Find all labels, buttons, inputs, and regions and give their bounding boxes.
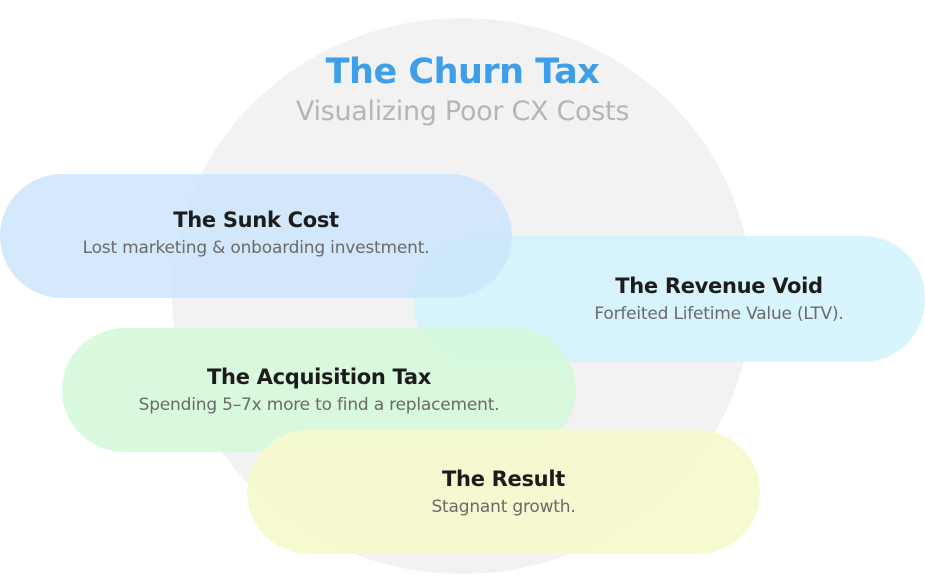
result-description: Stagnant growth. bbox=[431, 497, 576, 517]
revenue-void-title: The Revenue Void bbox=[615, 274, 823, 298]
acquisition-tax-description: Spending 5–7x more to find a replacement… bbox=[138, 395, 500, 415]
result-pill: The Result Stagnant growth. bbox=[247, 430, 760, 554]
diagram-title: The Churn Tax bbox=[325, 52, 600, 92]
diagram-subtitle: Visualizing Poor CX Costs bbox=[295, 96, 630, 127]
sunk-cost-pill: The Sunk Cost Lost marketing & onboardin… bbox=[0, 174, 512, 298]
sunk-cost-title: The Sunk Cost bbox=[173, 208, 339, 232]
acquisition-tax-title: The Acquisition Tax bbox=[207, 365, 431, 389]
sunk-cost-description: Lost marketing & onboarding investment. bbox=[82, 238, 430, 258]
result-title: The Result bbox=[442, 467, 565, 491]
revenue-void-description: Forfeited Lifetime Value (LTV). bbox=[594, 304, 844, 324]
